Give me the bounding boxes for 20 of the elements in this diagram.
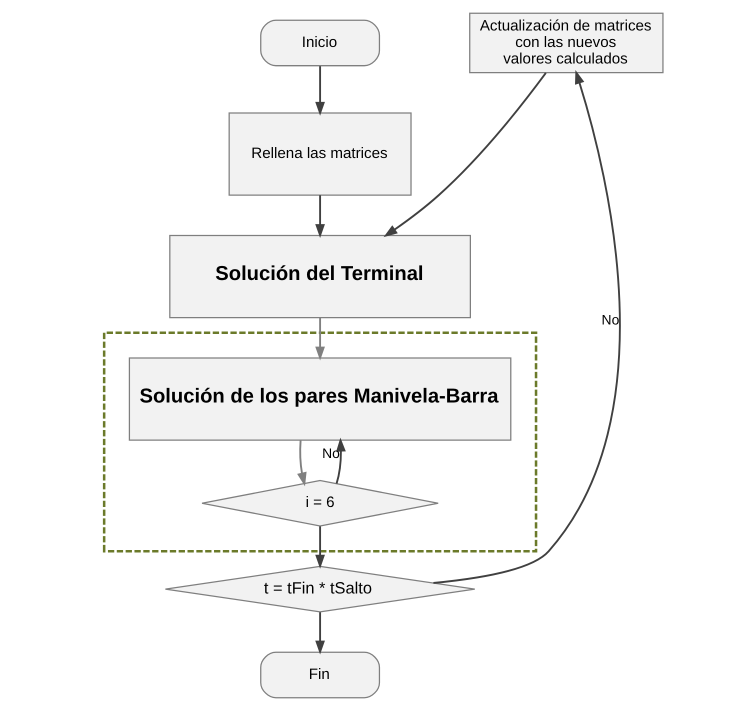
- node-diamond: i = 6: [200, 480, 438, 527]
- node-box: Solución del Terminal: [168, 234, 470, 318]
- arrow: [314, 195, 324, 238]
- arrow: [296, 440, 306, 486]
- edge-label: No: [322, 445, 340, 462]
- node-box: Rellena las matrices: [228, 112, 412, 196]
- node-box: Inicio: [260, 20, 380, 66]
- arrow: [314, 526, 324, 569]
- arrow: [314, 612, 324, 655]
- node-box: Fin: [260, 652, 380, 698]
- arrow: [383, 72, 546, 238]
- node-box: Actualización de matrices con las nuevos valores calculados: [468, 12, 664, 74]
- cluster: [102, 332, 537, 552]
- arrow: [432, 70, 620, 584]
- arrow: [314, 66, 324, 116]
- arrow: [335, 438, 346, 484]
- edge-label: No: [601, 311, 619, 328]
- node-box: Solución de los pares Manivela-Barra: [128, 357, 511, 441]
- node-diamond: t = tFin * tSalto: [164, 566, 475, 612]
- arrow: [314, 318, 324, 360]
